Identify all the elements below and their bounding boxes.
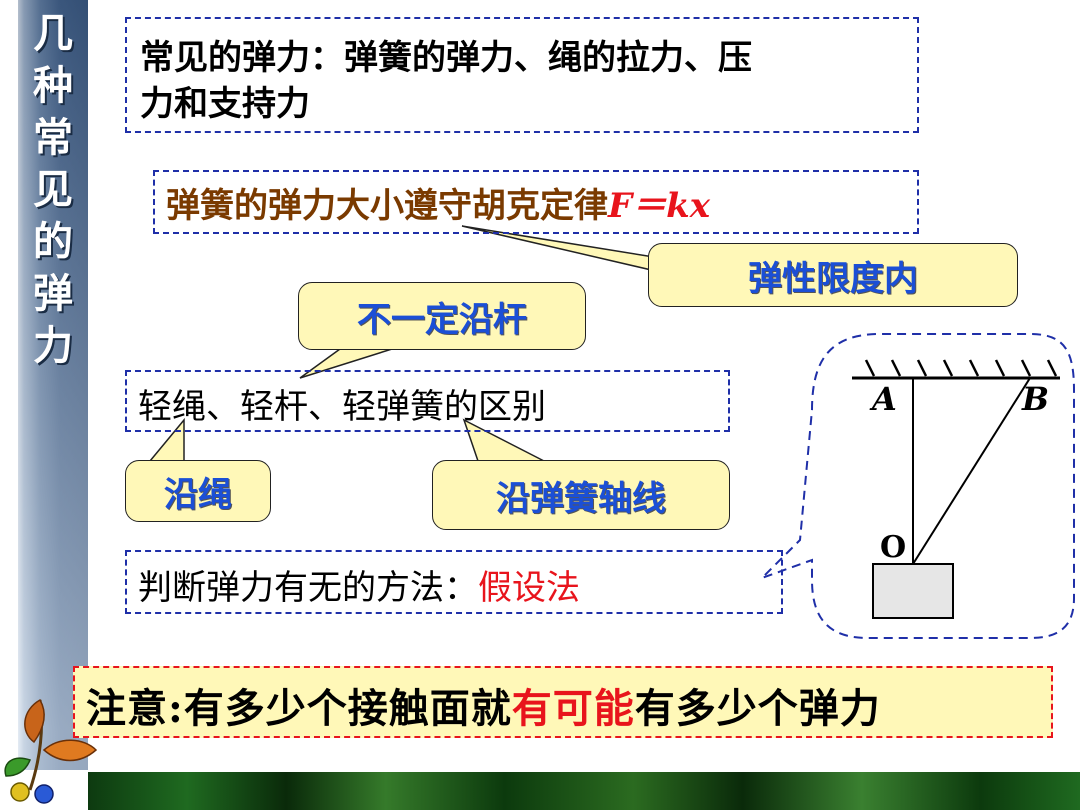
callout-not-along-rod: 不一定沿杆 bbox=[298, 282, 586, 350]
method-text: 判断弹力有无的方法：假设法 bbox=[138, 560, 580, 609]
side-title-char: 弹 bbox=[33, 271, 73, 317]
side-title-char: 的 bbox=[33, 219, 73, 265]
hooke-law-text: 弹簧的弹力大小遵守胡克定律F＝kx bbox=[166, 178, 710, 227]
common-forces-line1: 常见的弹力：弹簧的弹力、绳的拉力、压 bbox=[140, 38, 752, 78]
side-title: 几 种 常 见 的 弹 力 bbox=[18, 8, 88, 372]
side-title-char: 力 bbox=[33, 323, 73, 369]
callout-elastic-limit: 弹性限度内 bbox=[648, 243, 1018, 307]
side-title-char: 种 bbox=[33, 63, 73, 109]
leaf-decoration-icon bbox=[4, 698, 98, 804]
callout-along-rope: 沿绳 bbox=[125, 460, 271, 522]
method-box bbox=[125, 550, 783, 614]
label-b: B bbox=[1022, 380, 1050, 418]
side-title-char: 常 bbox=[33, 115, 73, 161]
diagram-balloon bbox=[761, 333, 1075, 639]
callout-along-spring-axis: 沿弹簧轴线 bbox=[432, 460, 730, 530]
difference-box bbox=[125, 370, 730, 432]
method-label: 判断弹力有无的方法： bbox=[138, 568, 478, 608]
note-prefix: 注意:有多少个接触面就 bbox=[86, 685, 512, 732]
hooke-law-box bbox=[153, 170, 919, 234]
note-box bbox=[73, 666, 1053, 738]
rope-bo bbox=[912, 377, 1031, 565]
note-text: 注意:有多少个接触面就有可能有多少个弹力 bbox=[86, 676, 881, 734]
note-suffix: 有多少个弹力 bbox=[634, 685, 881, 732]
side-title-char: 见 bbox=[33, 167, 73, 213]
label-a: A bbox=[872, 380, 897, 418]
common-forces-line2: 力和支持力 bbox=[140, 84, 310, 124]
label-o: O bbox=[880, 530, 907, 565]
hooke-formula: F＝kx bbox=[608, 186, 710, 226]
ceiling-hatch bbox=[864, 359, 1058, 377]
note-highlight: 有可能 bbox=[511, 685, 635, 732]
difference-text: 轻绳、轻杆、轻弹簧的区别 bbox=[138, 387, 546, 427]
bottom-decorative-strip bbox=[88, 772, 1080, 810]
method-highlight: 假设法 bbox=[478, 568, 580, 608]
sidebar-shade bbox=[18, 0, 88, 770]
hooke-law-label: 弹簧的弹力大小遵守胡克定律 bbox=[166, 186, 608, 226]
common-forces-box bbox=[125, 17, 919, 133]
side-title-char: 几 bbox=[33, 11, 73, 57]
hanging-block bbox=[872, 563, 954, 619]
